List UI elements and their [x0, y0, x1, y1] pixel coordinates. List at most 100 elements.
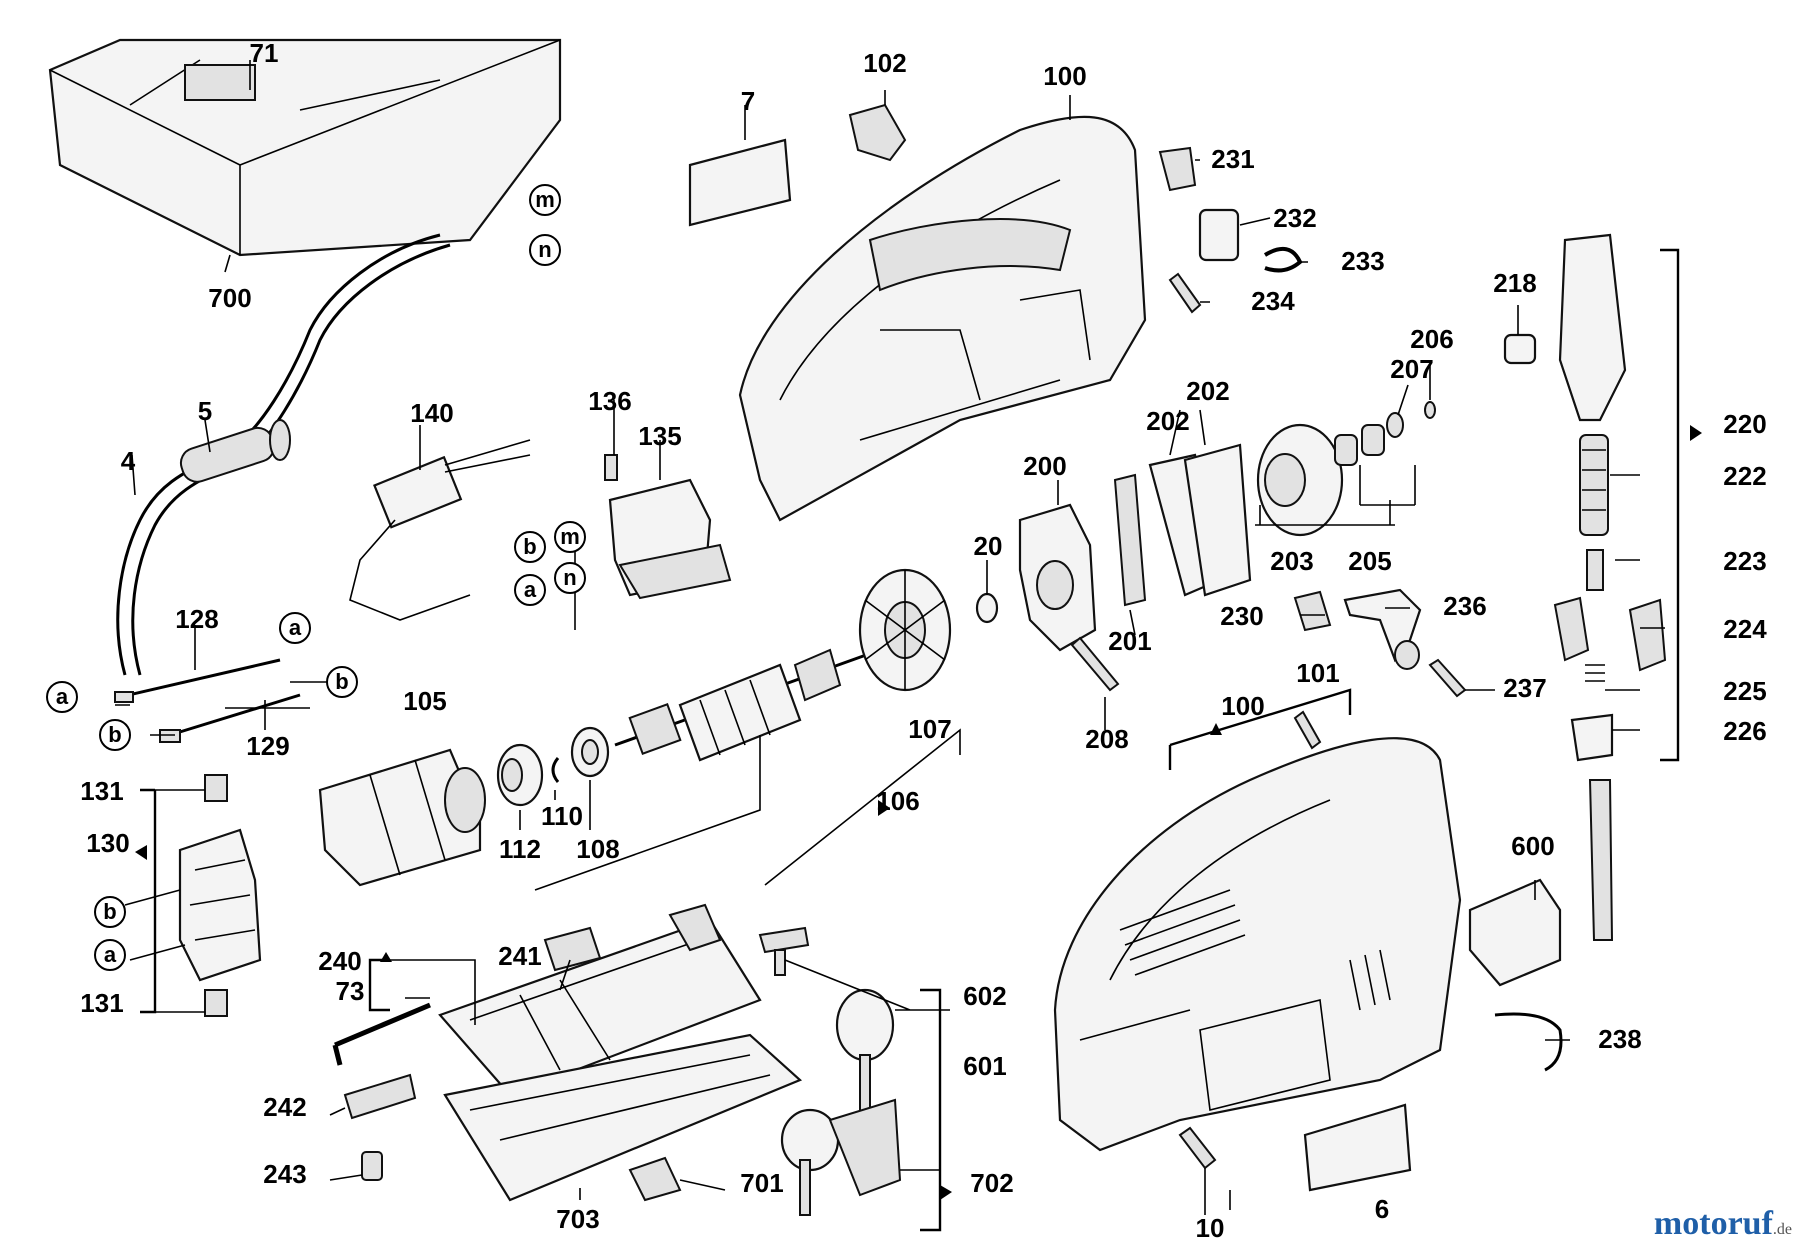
- circled-callouts: m n a a b b b m: [46, 184, 586, 971]
- label-130: 130: [86, 828, 129, 858]
- callout-a-wire-left: a: [46, 681, 78, 713]
- label-237: 237: [1503, 673, 1546, 703]
- part-218-bushing: [1503, 333, 1537, 365]
- part-100-housing-half: [738, 115, 1147, 522]
- label-105: 105: [403, 686, 446, 716]
- label-73: 73: [336, 976, 365, 1006]
- label-218: 218: [1493, 268, 1536, 298]
- part-202-guide-plates: [1148, 443, 1252, 597]
- label-100-top: 100: [1043, 61, 1086, 91]
- svg-text:b: b: [335, 669, 348, 694]
- label-231: 231: [1211, 144, 1254, 174]
- svg-text:a: a: [289, 615, 302, 640]
- callout-b-wire-129: b: [326, 666, 358, 698]
- label-102: 102: [863, 48, 906, 78]
- label-223: 223: [1723, 546, 1766, 576]
- part-600-blade-guard: [1468, 878, 1562, 987]
- callout-a-brush: a: [94, 939, 126, 971]
- callout-a-switch: a: [514, 574, 546, 606]
- label-129: 129: [246, 731, 289, 761]
- label-5: 5: [198, 396, 212, 426]
- part-5-power-cable: [116, 233, 451, 676]
- part-6-label: [1303, 1103, 1412, 1192]
- label-6: 6: [1375, 1194, 1389, 1224]
- part-231-clip: [1158, 146, 1197, 192]
- svg-text:b: b: [103, 899, 116, 924]
- label-220: 220: [1723, 409, 1766, 439]
- label-241: 241: [498, 941, 541, 971]
- part-230-guide-block: [1293, 590, 1332, 632]
- callout-m-top: m: [529, 184, 561, 216]
- label-232: 232: [1273, 203, 1316, 233]
- label-10: 10: [1196, 1213, 1225, 1243]
- svg-text:a: a: [104, 942, 117, 967]
- part-232-sleeve: [1198, 208, 1240, 262]
- part-108-ball-bearing: [570, 726, 610, 778]
- part-240-base-plate: [438, 903, 762, 1097]
- leader-lines: [115, 60, 1680, 1232]
- svg-text:n: n: [563, 565, 576, 590]
- part-243-screw: [361, 1151, 383, 1181]
- label-200: 200: [1023, 451, 1066, 481]
- label-4: 4: [121, 446, 136, 476]
- label-222: 222: [1723, 461, 1766, 491]
- callout-b-switch: b: [514, 531, 546, 563]
- label-205: 205: [1348, 546, 1391, 576]
- label-101: 101: [1296, 658, 1339, 688]
- label-203: 203: [1270, 546, 1313, 576]
- part-107-fan: [858, 568, 952, 692]
- label-131-bottom: 131: [80, 988, 123, 1018]
- part-237-pin: [1428, 658, 1467, 698]
- part-7-label: [688, 138, 792, 227]
- label-20: 20: [974, 531, 1003, 561]
- label-202-right: 202: [1186, 376, 1229, 406]
- part-201-guide-rail: [1113, 473, 1147, 607]
- svg-text:b: b: [523, 534, 536, 559]
- callout-n-switch: n: [554, 562, 586, 594]
- part-220-plunger-assembly: [1553, 233, 1667, 941]
- part-128-129-wires: [114, 658, 301, 743]
- part-703-base-shoe: [443, 1033, 803, 1202]
- bracket-arrows: [135, 425, 1702, 1200]
- label-234: 234: [1251, 286, 1295, 316]
- label-206: 206: [1410, 324, 1453, 354]
- label-701: 701: [740, 1168, 783, 1198]
- label-107: 107: [908, 714, 951, 744]
- callout-m-switch: m: [554, 521, 586, 553]
- svg-text:b: b: [108, 722, 121, 747]
- part-205-rollers: [1334, 424, 1385, 466]
- label-230: 230: [1220, 601, 1263, 631]
- part-135-switch: [604, 454, 732, 600]
- label-135: 135: [638, 421, 681, 451]
- callout-b-brush: b: [94, 896, 126, 928]
- label-243: 243: [263, 1159, 306, 1189]
- label-702: 702: [970, 1168, 1013, 1198]
- callout-n-top: n: [529, 234, 561, 266]
- label-208: 208: [1085, 724, 1128, 754]
- label-112: 112: [499, 834, 541, 864]
- svg-text:m: m: [560, 524, 580, 549]
- label-202-left: 202: [1146, 406, 1189, 436]
- part-206-ring: [1424, 401, 1436, 419]
- part-702-guide-fence: [780, 1098, 902, 1216]
- label-136: 136: [588, 386, 631, 416]
- part-105-stator: [318, 748, 486, 887]
- part-602-wing-knob: [758, 926, 810, 976]
- part-208-screw: [1070, 636, 1120, 692]
- part-701-adapter: [628, 1156, 682, 1202]
- label-236: 236: [1443, 591, 1486, 621]
- label-108: 108: [576, 834, 619, 864]
- part-700-carry-case: [48, 38, 562, 257]
- part-102-trigger: [848, 103, 907, 162]
- label-224: 224: [1723, 614, 1767, 644]
- label-131-top: 131: [80, 776, 123, 806]
- svg-text:n: n: [538, 237, 551, 262]
- label-225: 225: [1723, 676, 1766, 706]
- label-600: 600: [1511, 831, 1554, 861]
- part-233-magnet: [1263, 246, 1303, 273]
- label-700: 700: [208, 283, 251, 313]
- watermark-logo: motoruf.de: [1654, 1205, 1792, 1243]
- part-242-insert: [343, 1073, 417, 1120]
- label-7: 7: [741, 86, 755, 116]
